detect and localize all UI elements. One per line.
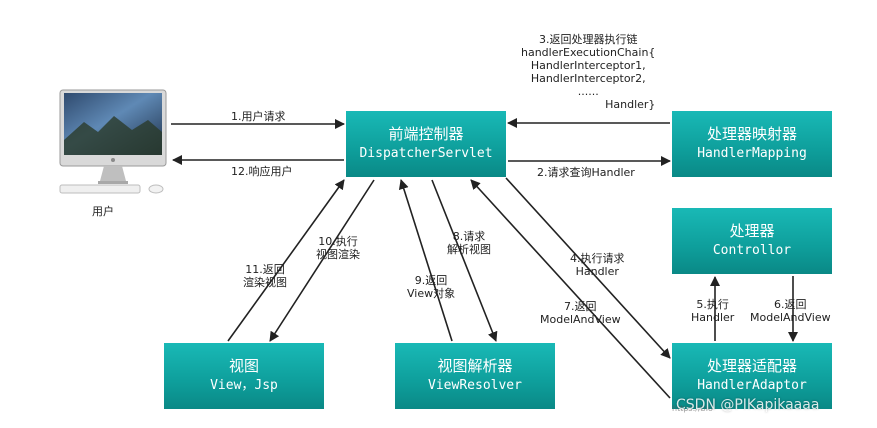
dispatcher-servlet-box: 前端控制器 DispatcherServlet	[346, 111, 506, 177]
csdn-watermark: CSDN @PIKapikaaaa	[676, 397, 820, 413]
view-en: View，Jsp	[210, 378, 278, 393]
arrow-9-return-view	[398, 179, 453, 342]
dispatcher-en: DispatcherServlet	[359, 146, 493, 161]
step-9-label: 9.返回 View对象	[407, 274, 455, 300]
step-4-line-2: Handler	[575, 265, 619, 278]
step-6-line-2: ModelAndView	[750, 311, 831, 324]
step-3-line-1: 3.返回处理器执行链	[538, 33, 638, 46]
step-9-line-1: 9.返回	[414, 274, 448, 287]
arrow-8-resolve-view	[431, 179, 498, 342]
step-4-label: 4.执行请求 Handler	[570, 252, 625, 278]
mapping-en: HandlerMapping	[697, 146, 807, 161]
view-cn: 视图	[228, 357, 259, 375]
step-2-label: 2.请求查询Handler	[537, 166, 635, 179]
mapping-cn: 处理器映射器	[706, 125, 797, 143]
step-10-label: 10.执行 视图渲染	[316, 235, 360, 261]
resolver-cn: 视图解析器	[437, 357, 513, 375]
step-3-line-3: HandlerInterceptor1,	[530, 59, 646, 72]
step-3-line-2: handlerExecutionChain{	[521, 46, 656, 59]
adaptor-cn: 处理器适配器	[706, 357, 797, 375]
step-3-label: 3.返回处理器执行链 handlerExecutionChain{ Handle…	[521, 33, 655, 111]
step-10-line-2: 视图渲染	[316, 248, 360, 261]
step-3-line-6: Handler}	[605, 98, 656, 111]
step-3-line-4: HandlerInterceptor2,	[530, 72, 646, 85]
step-11-line-1: 11.返回	[245, 263, 285, 276]
handler-adaptor-box: 处理器适配器 HandlerAdaptor	[672, 343, 832, 409]
step-5-line-1: 5.执行	[696, 298, 729, 311]
user-label: 用户	[92, 205, 114, 218]
step-8-label: 8.请求 解析视图	[447, 230, 491, 256]
step-1-label: 1.用户请求	[231, 110, 286, 123]
controller-box: 处理器 Controllor	[672, 208, 832, 274]
controller-cn: 处理器	[729, 222, 775, 240]
step-8-line-2: 解析视图	[447, 243, 491, 256]
step-10-line-1: 10.执行	[318, 235, 358, 248]
arrow-10-render	[269, 179, 375, 342]
step-11-label: 11.返回 渲染视图	[243, 263, 287, 289]
step-7-label: 7.返回 ModelAndView	[540, 300, 621, 326]
watermark-url: https://blo	[672, 404, 713, 413]
controller-en: Controllor	[712, 243, 792, 258]
step-6-label: 6.返回 ModelAndView	[750, 298, 831, 324]
handler-mapping-box: 处理器映射器 HandlerMapping	[672, 111, 832, 177]
arrow-4-execute-handler	[505, 177, 671, 359]
step-9-line-2: View对象	[407, 287, 456, 300]
resolver-en: ViewResolver	[428, 378, 522, 393]
arrow-11-return-rendered	[227, 179, 345, 342]
step-5-line-2: Handler	[691, 311, 735, 324]
step-4-line-1: 4.执行请求	[570, 252, 625, 265]
step-12-label: 12.响应用户	[231, 165, 293, 178]
computer-icon	[59, 89, 167, 194]
step-11-line-2: 渲染视图	[243, 276, 287, 289]
step-3-line-5: ......	[577, 85, 599, 98]
view-resolver-box: 视图解析器 ViewResolver	[395, 343, 555, 409]
view-box: 视图 View，Jsp	[164, 343, 324, 409]
arrow-7-return-modelandview	[470, 179, 671, 399]
step-6-line-1: 6.返回	[774, 298, 807, 311]
adaptor-en: HandlerAdaptor	[697, 378, 807, 393]
dispatcher-cn: 前端控制器	[388, 125, 464, 143]
step-7-line-1: 7.返回	[564, 300, 597, 313]
step-5-label: 5.执行 Handler	[691, 298, 734, 324]
step-7-line-2: ModelAndView	[540, 313, 621, 326]
step-8-line-1: 8.请求	[452, 230, 486, 243]
